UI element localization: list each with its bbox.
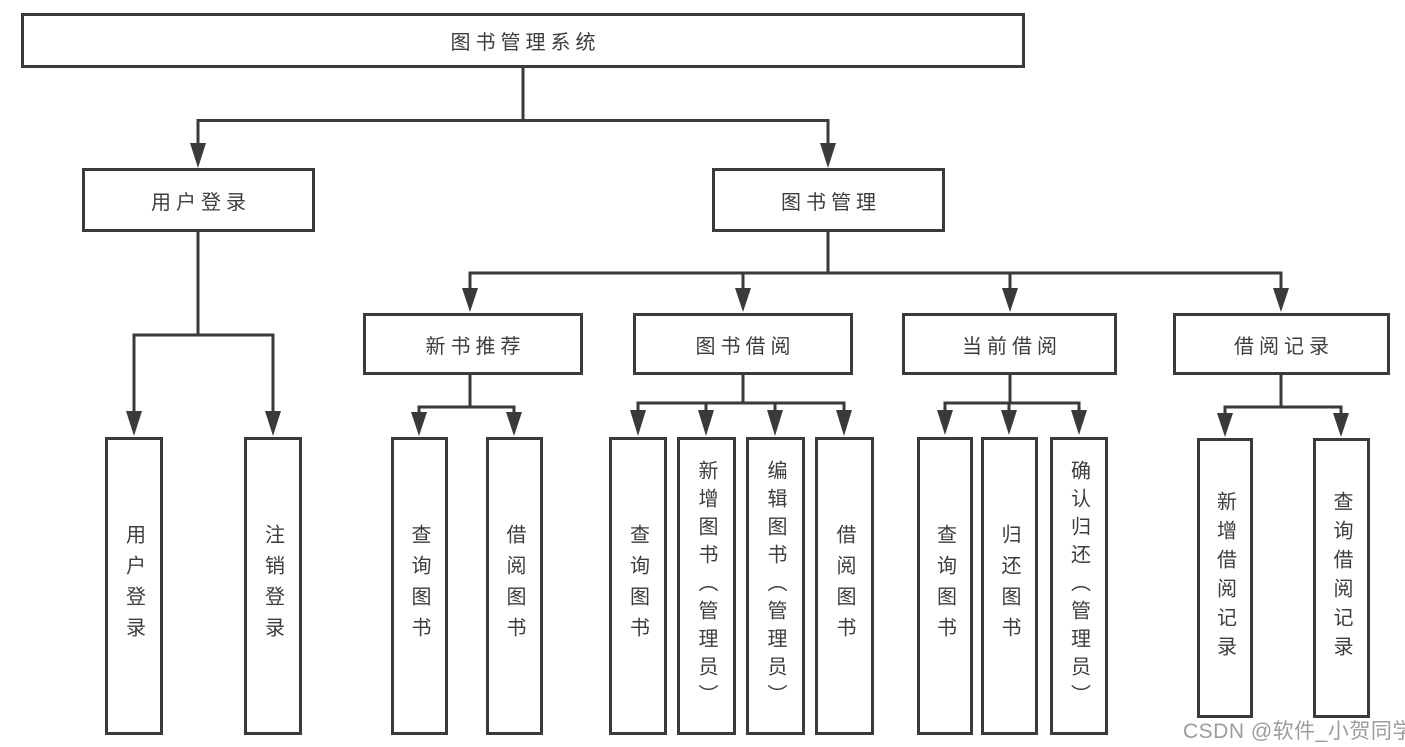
leaf-return-book: 归还图书 [981,437,1038,735]
connector-user-login-children [126,232,281,436]
connector-book-borrow-children [630,375,852,436]
leaf-add-borrow-record: 新增借阅记录 [1197,438,1253,718]
connector-current-borrow-children [937,375,1087,435]
leaf-logout: 注销登录 [244,437,302,735]
connector-root-to-level2 [190,68,836,168]
node-book-borrow: 图书借阅 [633,313,853,375]
leaf-borrow-book: 借阅图书 [815,437,874,735]
connector-new-book-rec-children [411,375,522,436]
leaf-query-book-recommend: 查询图书 [391,437,448,735]
node-user-login: 用户登录 [82,168,315,232]
node-current-borrow: 当前借阅 [902,313,1117,375]
leaf-query-borrow-record: 查询借阅记录 [1313,438,1370,718]
leaf-borrow-book-recommend: 借阅图书 [486,437,543,735]
connector-borrow-record-children [1217,375,1349,437]
node-new-book-recommend: 新书推荐 [363,313,583,375]
leaf-add-book-admin: 新增图书（管理员） [677,437,736,735]
leaf-query-book-borrow: 查询图书 [609,437,667,735]
node-root-system: 图书管理系统 [21,13,1025,68]
leaf-confirm-return-admin: 确认归还（管理员） [1050,437,1108,735]
leaf-edit-book-admin: 编辑图书（管理员） [746,437,805,735]
leaf-query-book-current: 查询图书 [917,437,973,735]
node-borrow-record: 借阅记录 [1173,313,1390,375]
connector-book-mgmt-children [462,232,1289,312]
csdn-watermark: CSDN @软件_小贺同学 [1183,720,1405,743]
leaf-user-login: 用户登录 [105,437,163,735]
node-book-management: 图书管理 [712,168,945,232]
